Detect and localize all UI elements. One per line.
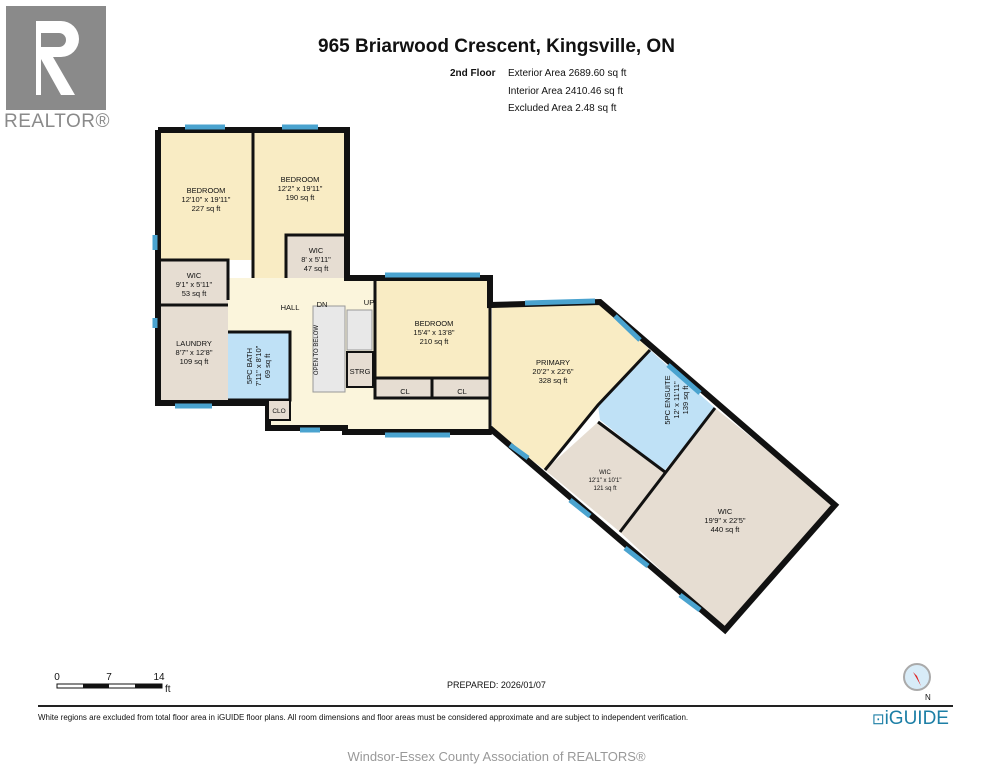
interior-walls (158, 130, 717, 533)
room-dims: 8'7" x 12'8" (176, 348, 213, 357)
room-label: PRIMARY (536, 358, 570, 367)
stairs-down (312, 305, 346, 393)
watermark: Windsor-Essex County Association of REAL… (347, 749, 646, 764)
room-area: 47 sq ft (304, 264, 330, 273)
primary-floor (492, 302, 650, 470)
laundry-floor (158, 305, 228, 403)
room-dims: 15'4" x 13'8" (413, 328, 454, 337)
bath-floor (228, 332, 290, 400)
clo-box (267, 399, 291, 421)
room-label: WIC (309, 246, 324, 255)
disclaimer: White regions are excluded from total fl… (38, 713, 689, 722)
bedroom2-ext-floor (253, 235, 286, 278)
room-label: WIC (599, 470, 611, 476)
room-area: 121 sq ft (593, 486, 616, 492)
room-label: BEDROOM (415, 319, 454, 328)
room-dims: 12'10" x 19'11" (182, 195, 231, 204)
iguide-text: iGUIDE (884, 708, 949, 729)
room-label: WIC (187, 271, 202, 280)
room-dims: 7'11" x 8'10" (254, 345, 263, 386)
room-dims: 12' x 11'11" (672, 381, 681, 419)
scale-tick: 0 (54, 672, 60, 683)
windows (152, 124, 702, 612)
room-dims: 12'2" x 19'11" (278, 184, 323, 193)
room-label: STRG (350, 367, 371, 376)
room-area: 109 sq ft (180, 357, 210, 366)
floor-label: 2nd Floor (450, 68, 496, 79)
room-area: 440 sq ft (711, 525, 741, 534)
room-area: 227 sq ft (192, 204, 222, 213)
room-label: CL (457, 387, 467, 396)
realtor-logo (6, 6, 106, 110)
realtor-wordmark: REALTOR® (4, 111, 110, 132)
room-label: 5PC BATH (245, 348, 254, 384)
scale-tick: 7 (106, 672, 112, 683)
room-dims: 20'2" x 22'6" (532, 367, 573, 376)
excluded-area: Excluded Area 2.48 sq ft (508, 103, 617, 114)
room-label: CL (400, 387, 410, 396)
bedroom2-floor (253, 130, 347, 235)
ensuite-floor (598, 350, 715, 470)
page-title: 965 Briarwood Crescent, Kingsville, ON (318, 36, 675, 57)
room-dims: 9'1" x 5'11" (176, 280, 213, 289)
scale-tick: 14 (153, 672, 165, 683)
bedroom3-floor (375, 278, 490, 378)
prepared-date: PREPARED: 2026/01/07 (447, 680, 546, 690)
compass-icon: N (903, 663, 931, 702)
stairs-up (346, 309, 373, 351)
room-area: 210 sq ft (420, 337, 450, 346)
wic-b1-floor (158, 260, 228, 305)
stairs-dn-label: DN (317, 300, 328, 309)
interior-area: Interior Area 2410.46 sq ft (508, 86, 624, 97)
exterior-area: Exterior Area 2689.60 sq ft (508, 68, 627, 79)
footer-divider (38, 705, 953, 707)
room-area: 53 sq ft (182, 289, 208, 298)
room-label: WIC (718, 507, 733, 516)
scale-bar: 0 7 14 ft (54, 672, 171, 695)
room-label: CLO (272, 408, 285, 415)
iguide-logo: ⊡iGUIDE (872, 708, 949, 730)
room-dims: 12'1" x 10'1" (589, 478, 622, 484)
compass-north: N (925, 693, 931, 702)
stairs-up-label: UP (364, 298, 374, 307)
strg-floor (346, 351, 374, 388)
room-dims: 8' x 5'11" (301, 255, 331, 264)
room-label: HALL (281, 303, 300, 312)
room-area: 69 sq ft (263, 353, 272, 379)
scale-unit: ft (165, 684, 171, 695)
room-area: 139 sq ft (681, 385, 690, 415)
room-dims: 19'9" x 22'5" (704, 516, 745, 525)
room-label: BEDROOM (187, 186, 226, 195)
wic-small-floor (545, 422, 665, 532)
open-below-label: OPEN TO BELOW (314, 325, 320, 375)
room-label: BEDROOM (281, 175, 320, 184)
room-label: 5PC ENSUITE (663, 375, 672, 424)
bedroom1-floor (158, 130, 253, 260)
room-area: 328 sq ft (539, 376, 569, 385)
wic-b2-floor (286, 235, 347, 278)
room-label: LAUNDRY (176, 339, 212, 348)
iguide-icon: ⊡ (872, 711, 885, 728)
room-area: 190 sq ft (286, 193, 316, 202)
